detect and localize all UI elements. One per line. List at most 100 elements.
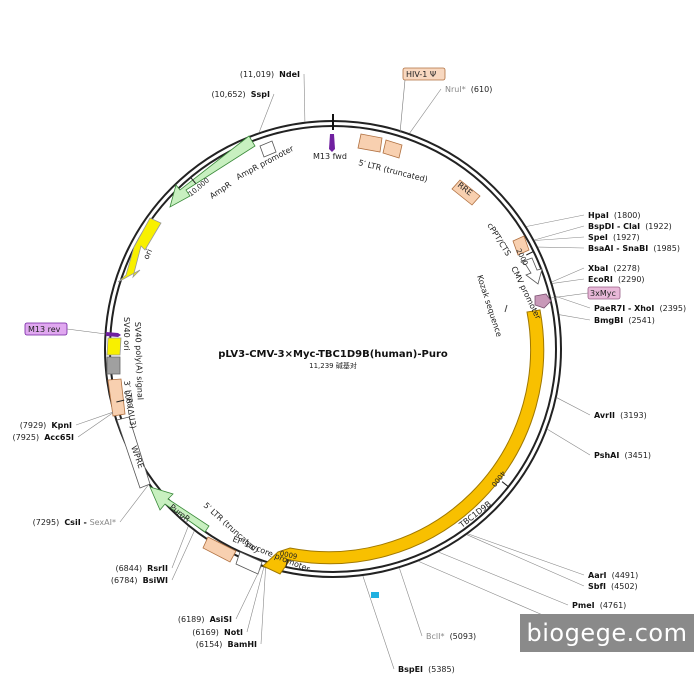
site-label-acc65i[interactable]: (7925) Acc65I: [13, 425, 75, 444]
label-ampr: AmpR: [208, 180, 233, 201]
plasmid-size: 11,239 碱基对: [309, 361, 357, 370]
site-label-sbfi[interactable]: SbfI (4502): [588, 574, 638, 593]
site-label-spei[interactable]: SpeI (1927): [588, 225, 640, 244]
feature-kozak: [504, 304, 508, 313]
site-label-kpni[interactable]: (7929) KpnI: [20, 413, 72, 432]
site-label-bsiwi[interactable]: (6784) BsiWI: [111, 568, 168, 587]
feature-puror[interactable]: [149, 486, 210, 533]
tick-line-3: [116, 399, 125, 403]
svg-text:HIV-1 Ψ: HIV-1 Ψ: [406, 70, 436, 79]
tick-label-2: 6000: [279, 548, 298, 560]
label-sv40-ori: SV40 ori: [122, 317, 131, 351]
site-line-5: [534, 236, 585, 241]
site-label-bmgbi[interactable]: BmgBI (2541): [594, 308, 655, 327]
feature-sv40-polya[interactable]: [106, 356, 121, 375]
primer-m13-rev[interactable]: [106, 332, 121, 337]
feature-cmv-promoter[interactable]: [520, 257, 543, 285]
feature-3xmyc[interactable]: [534, 293, 552, 309]
site-label-hpai[interactable]: HpaI (1800): [588, 203, 641, 222]
feature-tbc1d9b[interactable]: [262, 309, 545, 575]
site-label-pmei[interactable]: PmeI (4761): [572, 593, 626, 612]
feature-5ltr-truncated-a[interactable]: [357, 133, 383, 153]
svg-text:3xMyc: 3xMyc: [590, 289, 616, 298]
site-line-16: [418, 561, 553, 620]
site-line-0: [303, 73, 306, 122]
site-line-12: [547, 429, 591, 456]
site-line-6: [538, 246, 585, 249]
site-line-18: [362, 575, 395, 670]
site-label-asisi[interactable]: (6189) AsiSI: [178, 607, 232, 626]
tick-line-4: [190, 177, 197, 184]
site-label-bcli-[interactable]: BclI* (5093): [426, 624, 476, 643]
site-line-15: [438, 551, 569, 606]
feature-cppt[interactable]: [512, 235, 530, 256]
site-label-xbai[interactable]: XbaI (2278): [588, 256, 640, 275]
site-line-17: [399, 568, 423, 637]
site-line-14: [466, 534, 585, 587]
site-line-3: [526, 214, 585, 227]
site-label-sspi[interactable]: (10,652) SspI: [211, 82, 270, 101]
site-label-rsrii[interactable]: (6844) RsrII: [115, 556, 168, 575]
tick-line-2: [285, 559, 289, 568]
site-line-11: [556, 397, 591, 416]
feature-ampr[interactable]: [169, 135, 256, 208]
site-label-ndei[interactable]: (11,019) NdeI: [240, 62, 300, 81]
site-label-csii-sexai-[interactable]: (7295) CsiI - SexAI*: [33, 510, 116, 529]
feature-5ltr-truncated-lower[interactable]: [202, 536, 237, 563]
label-ori: ori: [142, 248, 154, 261]
site-leader-lines: [75, 73, 591, 670]
feature-ampr-promoter[interactable]: [259, 140, 277, 158]
label-kozak: Kozak sequence: [475, 274, 504, 338]
site-labels: (11,019) NdeI(10,652) SspI NruI* (610) Hpa…: [13, 62, 687, 676]
tick-line-0: [526, 251, 534, 256]
tag-m13-rev[interactable]: M13 rev: [24, 322, 107, 336]
site-line-25: [77, 412, 114, 438]
svg-text:M13 rev: M13 rev: [28, 325, 61, 334]
tick-line-1: [501, 481, 509, 488]
site-label-ecori[interactable]: EcoRI (2290): [588, 267, 645, 286]
feature-5ltr-truncated-b[interactable]: [382, 139, 403, 159]
site-line-8: [552, 278, 585, 284]
site-label-bamhi[interactable]: (6154) BamHI: [196, 632, 257, 651]
plasmid-name: pLV3-CMV-3×Myc-TBC1D9B(human)-Puro: [218, 349, 448, 360]
site-line-22: [171, 531, 195, 581]
site-label-bspdi-clai[interactable]: BspDI - ClaI (1922): [588, 214, 672, 233]
site-label-pshai[interactable]: PshAI (3451): [594, 443, 651, 462]
site-label-paer7i-xhoi[interactable]: PaeR7I - XhoI (2395): [594, 296, 686, 315]
site-label-nrui-[interactable]: NruI* (610): [445, 77, 492, 96]
site-label-bsaai-snabi[interactable]: BsaAI - SnaBI (1985): [588, 236, 680, 255]
label-5ltr-truncated: 5′ LTR (truncated): [358, 158, 429, 184]
site-label-noti[interactable]: (6169) NotI: [192, 620, 243, 639]
label-m13-fwd: M13 fwd: [313, 152, 347, 161]
feature-wpre[interactable]: [116, 416, 151, 489]
tick-label-3: 8000: [123, 389, 135, 408]
site-line-4: [534, 225, 585, 241]
feature-rre[interactable]: [451, 179, 481, 206]
feature-sv40-ori[interactable]: [106, 337, 122, 356]
site-line-21: [235, 566, 262, 620]
feature-3ltr[interactable]: [107, 378, 126, 417]
features: [106, 133, 552, 598]
site-line-10: [559, 314, 591, 321]
site-line-24: [119, 484, 149, 523]
tag-hiv[interactable]: HIV-1 Ψ: [399, 67, 446, 134]
site-label-bspei[interactable]: BspEI (5385): [398, 657, 455, 676]
feature-ori[interactable]: [117, 217, 162, 283]
site-line-9: [555, 296, 591, 309]
site-line-2: [409, 88, 442, 134]
site-line-7: [551, 267, 585, 283]
primer-m13-fwd[interactable]: [329, 134, 335, 152]
site-label-avrii[interactable]: AvrII (3193): [594, 403, 647, 422]
site-line-26: [75, 411, 113, 426]
label-puror: PuroR: [168, 502, 192, 524]
site-line-1: [258, 93, 275, 133]
tag-3xmyc[interactable]: 3xMyc: [550, 286, 621, 300]
site-line-19: [260, 567, 266, 645]
site-label-aari[interactable]: AarI (4491): [588, 563, 638, 582]
site-line-13: [467, 533, 585, 576]
label-sv40-polya: SV40 poly(A) signal: [133, 322, 145, 400]
feature-cyan-mark: [371, 592, 379, 598]
label-cppt: cPPT/CTS: [485, 221, 512, 257]
site-line-20: [246, 567, 265, 633]
